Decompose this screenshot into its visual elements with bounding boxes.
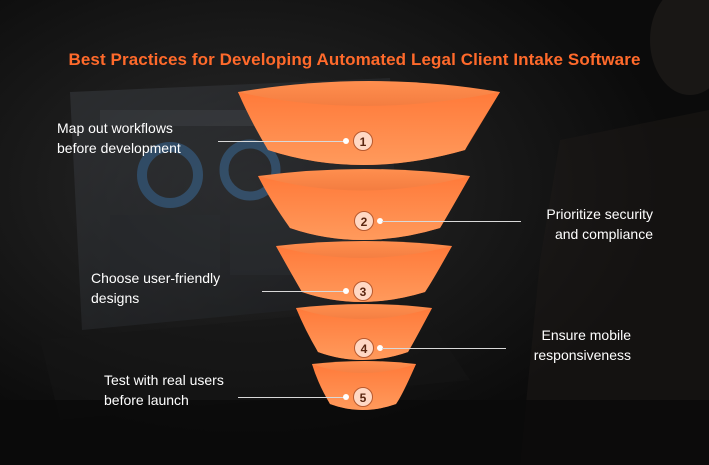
step-5-dot bbox=[343, 394, 349, 400]
funnel-segment-2 bbox=[258, 169, 470, 240]
step-3-connector bbox=[262, 291, 346, 292]
step-4-connector bbox=[382, 348, 506, 349]
page-title: Best Practices for Developing Automated … bbox=[68, 50, 641, 69]
funnel-segment-4 bbox=[296, 304, 432, 360]
step-4-badge: 4 bbox=[354, 338, 374, 358]
step-2-badge: 2 bbox=[354, 211, 374, 231]
step-2-dot bbox=[377, 218, 383, 224]
step-3-dot bbox=[343, 288, 349, 294]
step-5-badge: 5 bbox=[353, 387, 373, 407]
step-2-label: Prioritize security and compliance bbox=[546, 206, 653, 242]
step-4-dot bbox=[377, 345, 383, 351]
funnel-segment-3 bbox=[276, 241, 452, 302]
funnel-segment-1 bbox=[238, 81, 500, 165]
step-1-connector bbox=[218, 141, 346, 142]
step-5-connector bbox=[238, 397, 346, 398]
step-5-label: Test with real users before launch bbox=[104, 372, 224, 408]
person-silhouette bbox=[520, 0, 709, 465]
step-1-label: Map out workflows before development bbox=[57, 120, 181, 156]
step-4-label: Ensure mobile responsiveness bbox=[533, 327, 631, 363]
step-1-badge: 1 bbox=[353, 131, 373, 151]
step-3-badge: 3 bbox=[353, 281, 373, 301]
step-3-label: Choose user-friendly designs bbox=[91, 270, 221, 306]
step-2-connector bbox=[382, 221, 521, 222]
step-1-dot bbox=[343, 138, 349, 144]
